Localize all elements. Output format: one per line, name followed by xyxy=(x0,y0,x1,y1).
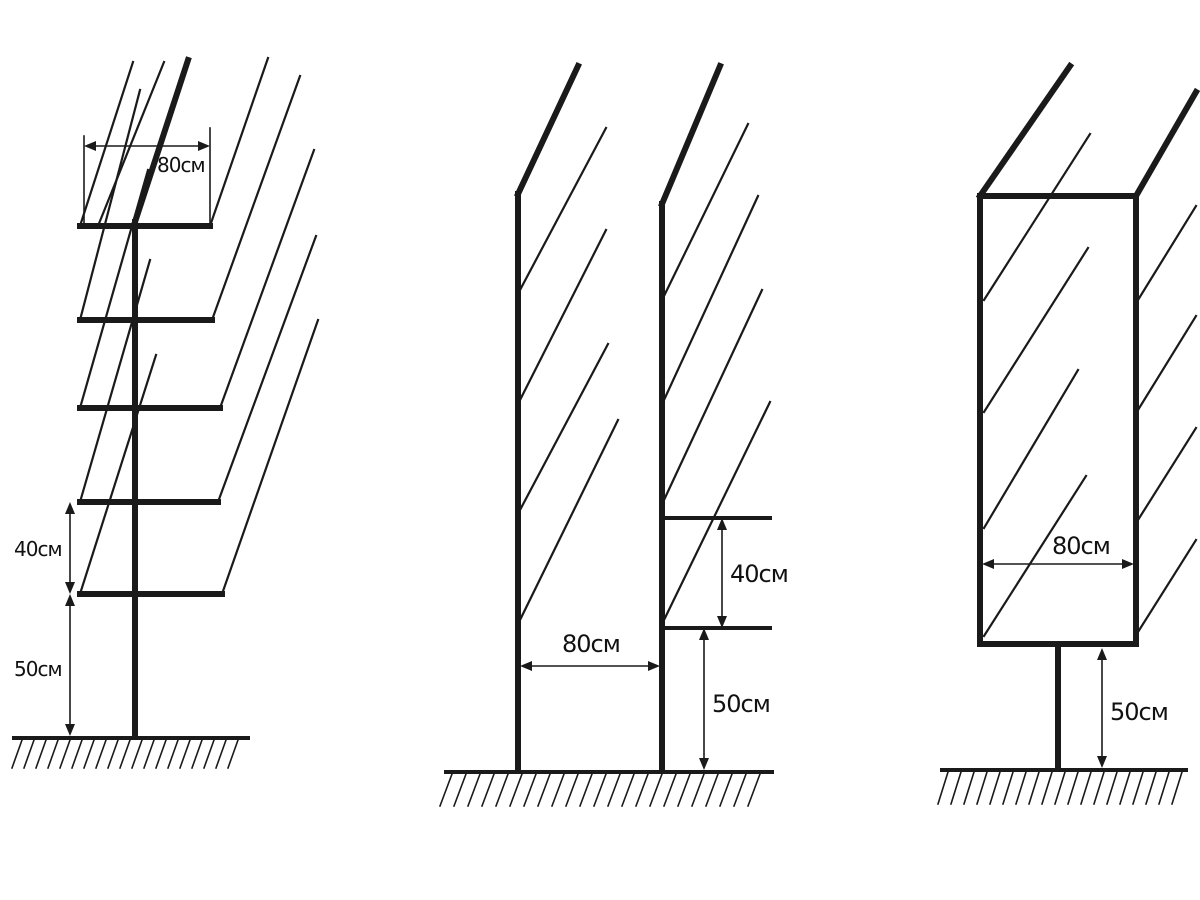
dim-bottom-height: 50см xyxy=(14,594,75,736)
label-row-spacing-2: 40см xyxy=(730,560,788,588)
diagram-box-frame: 80см 50см xyxy=(936,61,1200,806)
label-post-height: 50см xyxy=(1110,698,1168,726)
dim-between-walls: 80см xyxy=(520,630,660,671)
box-hatching xyxy=(982,132,1198,638)
ground-2 xyxy=(438,770,774,808)
left-wall xyxy=(514,62,620,773)
label-row-spacing: 40см xyxy=(14,537,62,561)
trellis-wires xyxy=(78,56,320,596)
diagram-double-wall: 80см 40см 50см xyxy=(438,62,789,808)
label-top-width: 80см xyxy=(157,153,205,177)
dim-post-height: 50см xyxy=(1097,648,1169,768)
label-bottom-height-2: 50см xyxy=(712,690,770,718)
ground-1 xyxy=(10,736,250,770)
dim-row-spacing-2: 40см xyxy=(717,518,789,628)
dim-bottom-height-2: 50см xyxy=(699,628,771,770)
right-wall xyxy=(658,62,772,773)
label-bottom-height: 50см xyxy=(14,657,62,681)
post-top-slant xyxy=(131,56,192,226)
dim-top-width: 80см xyxy=(83,127,211,227)
label-box-width: 80см xyxy=(1052,532,1110,560)
dim-box-width: 80см xyxy=(982,532,1134,569)
diagram-t-trellis: 80см 40см 50см xyxy=(10,56,320,770)
dim-row-spacing: 40см xyxy=(14,502,75,594)
box-front xyxy=(977,193,1139,647)
wire-rows xyxy=(662,516,772,630)
ground-3 xyxy=(936,768,1188,806)
crossbars xyxy=(77,223,225,597)
box-perspective xyxy=(975,61,1200,201)
label-between-walls: 80см xyxy=(562,630,620,658)
